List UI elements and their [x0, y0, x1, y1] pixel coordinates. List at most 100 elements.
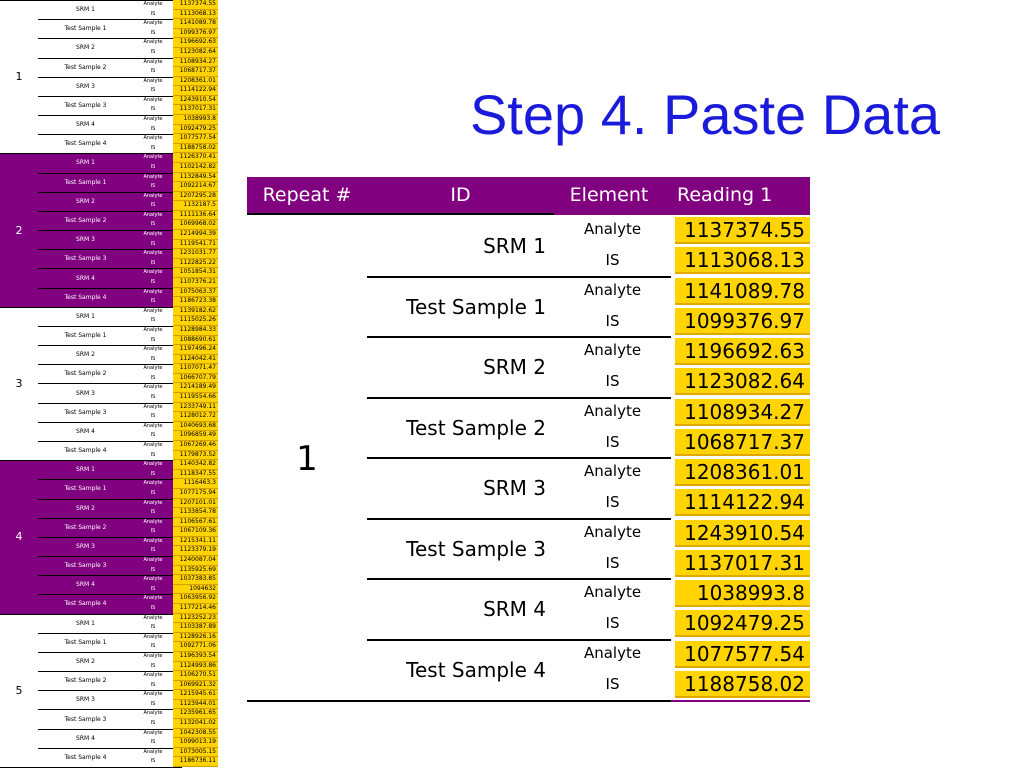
sheet-row-divider — [38, 0, 182, 1]
sheet-row-divider — [38, 210, 182, 212]
sheet-value-analyte: 1240087.04 — [173, 556, 218, 566]
sheet-value-is: 1092214.67 — [173, 182, 218, 192]
sheet-value-is: 1186723.38 — [173, 297, 218, 307]
sheet-value-is: 1123944.01 — [173, 699, 218, 710]
sheet-row-id: Test Sample 3 — [64, 255, 107, 263]
sheet-row-id: SRM 4 — [76, 121, 95, 129]
sheet-element-is: IS — [150, 758, 156, 765]
row-divider — [367, 336, 671, 338]
sheet-row-divider — [38, 287, 182, 289]
sheet-value-is: 1077175.94 — [173, 488, 218, 499]
sheet-row-id: Test Sample 4 — [64, 447, 107, 455]
row-id: Test Sample 2 — [406, 415, 546, 440]
sheet-element-analyte: Analyte — [143, 58, 163, 65]
sheet-value-analyte: 1126370.41 — [173, 153, 218, 163]
sheet-element-analyte: Analyte — [143, 633, 163, 640]
sheet-element-is: IS — [150, 221, 156, 228]
sheet-element-is: IS — [150, 509, 156, 516]
sheet-element-is: IS — [150, 240, 156, 247]
sheet-row-divider — [38, 268, 182, 270]
sheet-value-analyte: 1214189.49 — [173, 383, 218, 394]
sheet-value-is: 1099013.19 — [173, 738, 218, 748]
element-analyte: Analyte — [583, 522, 642, 541]
element-analyte: Analyte — [583, 401, 642, 420]
row-divider — [367, 457, 671, 459]
reading-analyte: 1141089.78 — [675, 277, 810, 305]
sheet-element-analyte: Analyte — [143, 269, 163, 276]
sheet-value-is: 1068717.37 — [173, 67, 218, 77]
sheet-element-is: IS — [150, 29, 156, 36]
sheet-element-is: IS — [150, 48, 156, 55]
sheet-row-id: Test Sample 3 — [64, 562, 107, 570]
sheet-element-analyte: Analyte — [143, 192, 163, 199]
sheet-value-is: 1069921.32 — [173, 680, 218, 691]
sheet-element-analyte: Analyte — [143, 346, 163, 353]
sheet-row-divider — [38, 709, 182, 711]
sheet-element-is: IS — [150, 413, 156, 420]
reading-analyte: 1137374.55 — [675, 217, 810, 244]
sheet-value-analyte: 1243910.54 — [173, 95, 218, 106]
sheet-element-is: IS — [150, 547, 156, 554]
reading-is: 1137017.31 — [675, 549, 810, 577]
sheet-value-is: 1186736.11 — [173, 757, 218, 767]
sheet-value-is: 1118347.55 — [173, 469, 218, 480]
sheet-value-is: 1102142.82 — [173, 162, 218, 173]
sheet-element-is: IS — [150, 125, 156, 132]
sheet-row-id: SRM 4 — [76, 274, 95, 282]
sheet-element-is: IS — [150, 662, 156, 669]
sheet-value-analyte: 1235961.65 — [173, 709, 218, 720]
sheet-element-is: IS — [150, 451, 156, 458]
sheet-element-analyte: Analyte — [143, 710, 163, 717]
sheet-value-is: 1119541.71 — [173, 239, 218, 250]
sheet-row-id: SRM 2 — [76, 658, 95, 666]
sheet-row-divider — [38, 441, 182, 443]
sheet-row-id: SRM 4 — [76, 581, 95, 589]
sheet-row-divider — [38, 364, 182, 366]
sheet-value-analyte: 1207295.28 — [173, 191, 218, 202]
sheet-element-analyte: Analyte — [143, 652, 163, 659]
sheet-row-id: Test Sample 2 — [64, 523, 107, 531]
sheet-value-analyte: 1051854.31 — [173, 268, 218, 279]
sheet-value-is: 1128012.72 — [173, 412, 218, 422]
sheet-row-divider — [38, 306, 182, 308]
sheet-value-analyte: 1128926.16 — [173, 632, 218, 643]
sheet-row-id: Test Sample 1 — [64, 332, 107, 340]
sheet-element-is: IS — [150, 394, 156, 401]
sheet-value-is: 1124993.86 — [173, 661, 218, 672]
element-is: IS — [605, 553, 620, 572]
sheet-element-analyte: Analyte — [143, 39, 163, 46]
row-id: SRM 4 — [483, 597, 546, 621]
sheet-value-analyte: 1132849.54 — [173, 172, 218, 183]
sheet-element-is: IS — [150, 279, 156, 286]
sheet-row-divider — [38, 728, 182, 730]
sheet-row-id: SRM 3 — [76, 542, 95, 550]
sheet-value-analyte: 1106567.61 — [173, 517, 218, 528]
sheet-row-id: Test Sample 4 — [64, 140, 107, 148]
sheet-element-analyte: Analyte — [143, 672, 163, 679]
element-is: IS — [605, 372, 620, 390]
row-divider — [367, 275, 671, 278]
sheet-value-is: 1119554.66 — [173, 393, 218, 403]
sheet-element-analyte: Analyte — [143, 595, 163, 602]
sheet-element-analyte: Analyte — [143, 729, 163, 736]
sheet-row-divider — [38, 95, 182, 97]
sheet-row-id: Test Sample 1 — [64, 485, 107, 493]
sheet-element-is: IS — [150, 528, 156, 535]
sheet-element-is: IS — [150, 700, 156, 707]
